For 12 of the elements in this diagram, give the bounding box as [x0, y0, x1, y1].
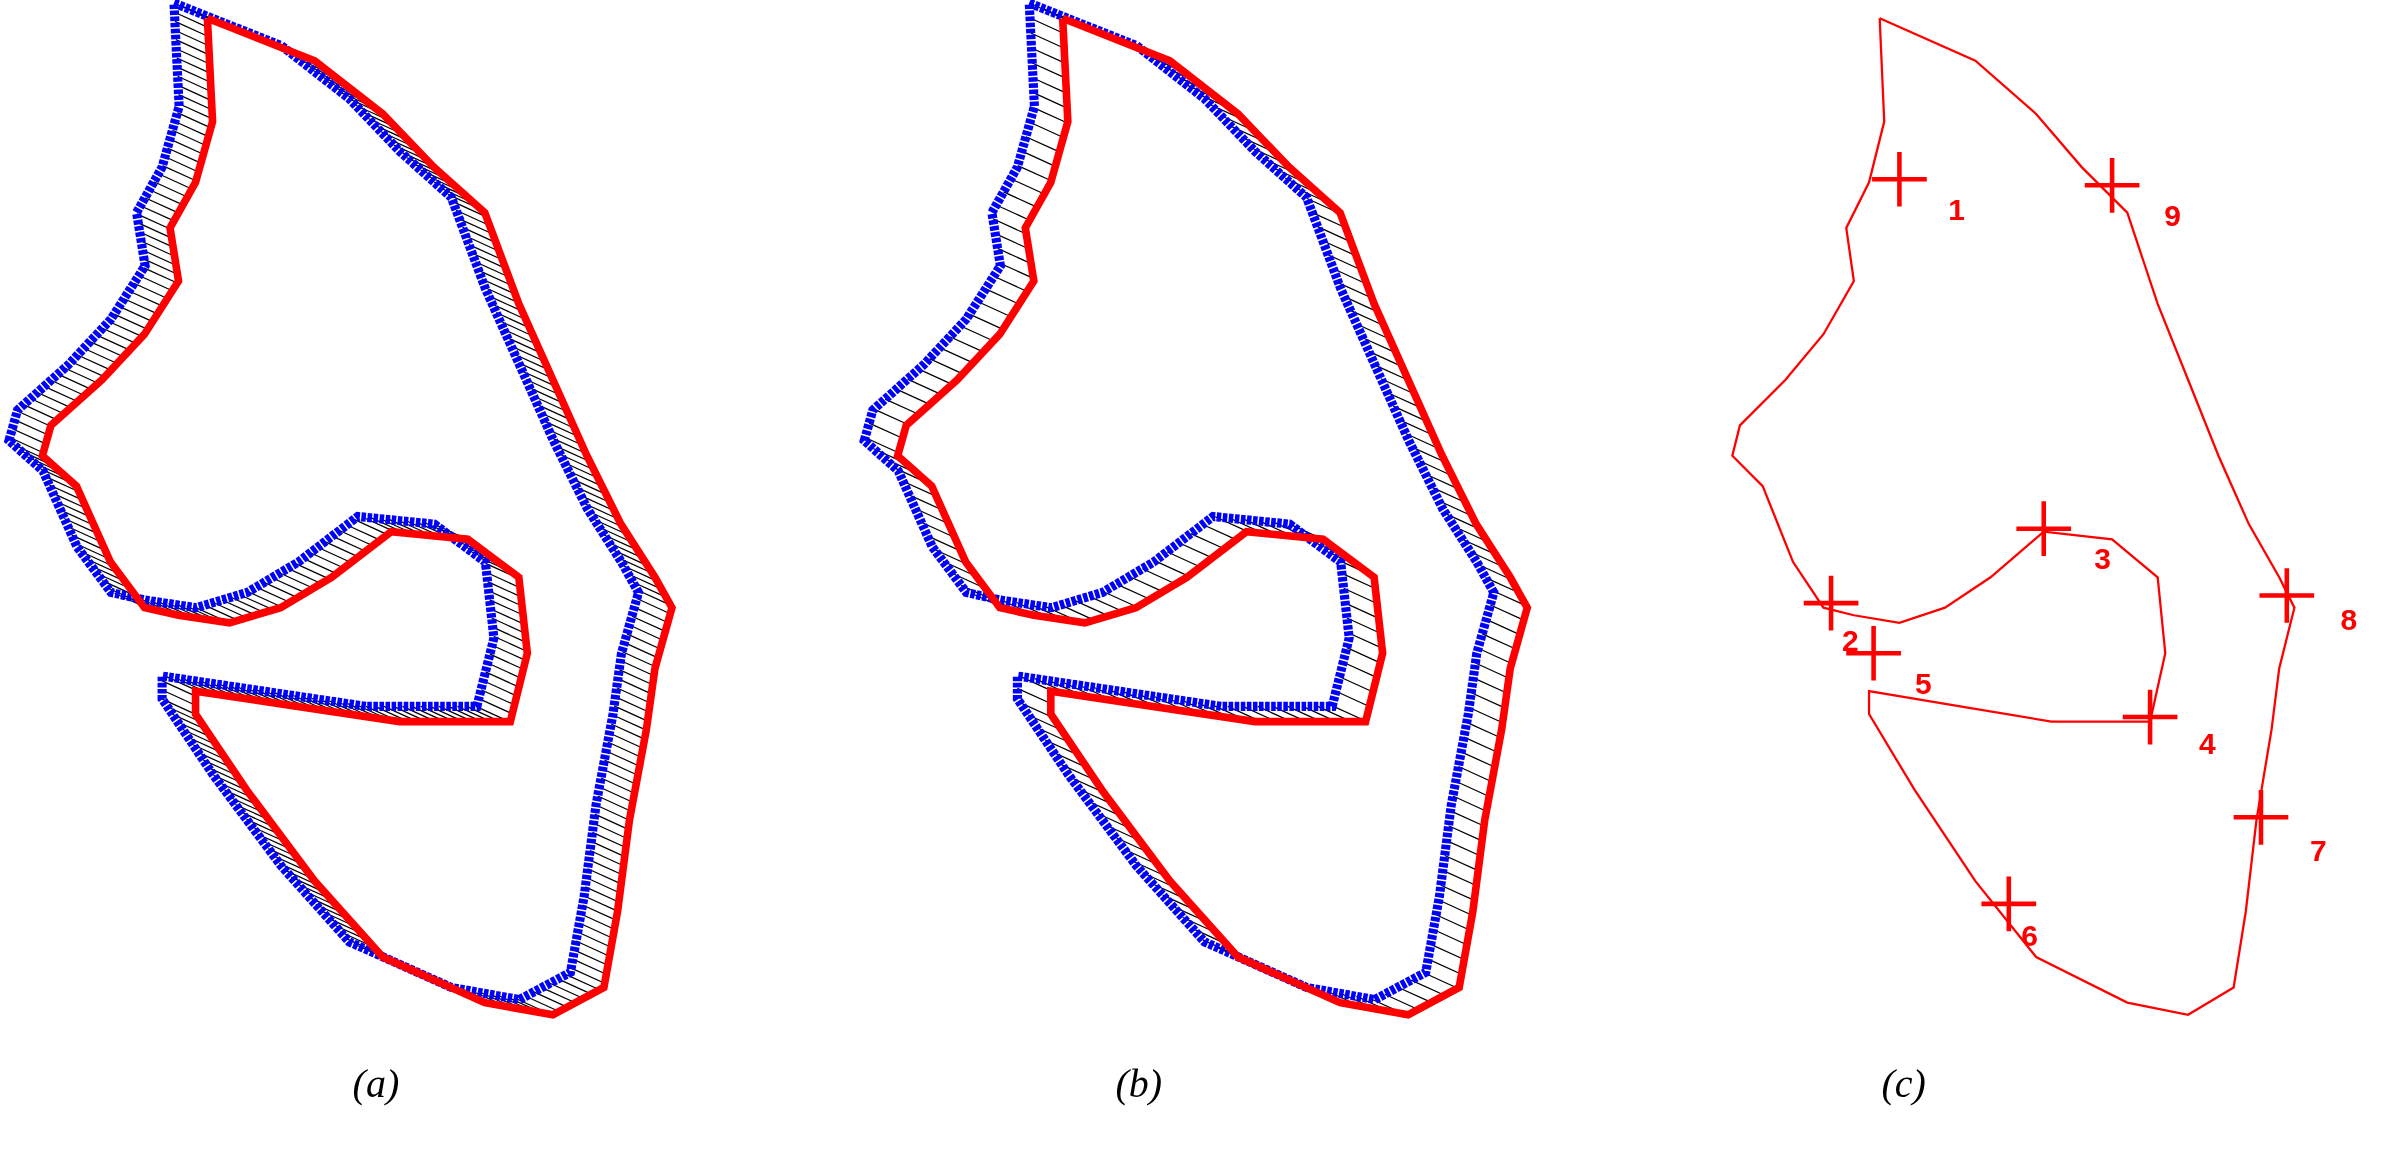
panel-caption: (b)	[1115, 1063, 1163, 1104]
point-number: 3	[2094, 544, 2111, 575]
point-number: 5	[1914, 668, 1932, 699]
point-number: 6	[2021, 920, 2038, 951]
point-number: 7	[2310, 835, 2327, 866]
point-number: 2	[1841, 626, 1859, 657]
panel-caption: (a)	[352, 1063, 400, 1104]
panel-caption: (c)	[1881, 1063, 1926, 1104]
point-number: 4	[2199, 729, 2216, 760]
point-number: 9	[2164, 200, 2181, 231]
point-number: 8	[2340, 604, 2358, 635]
point-number: 1	[1948, 194, 1966, 225]
